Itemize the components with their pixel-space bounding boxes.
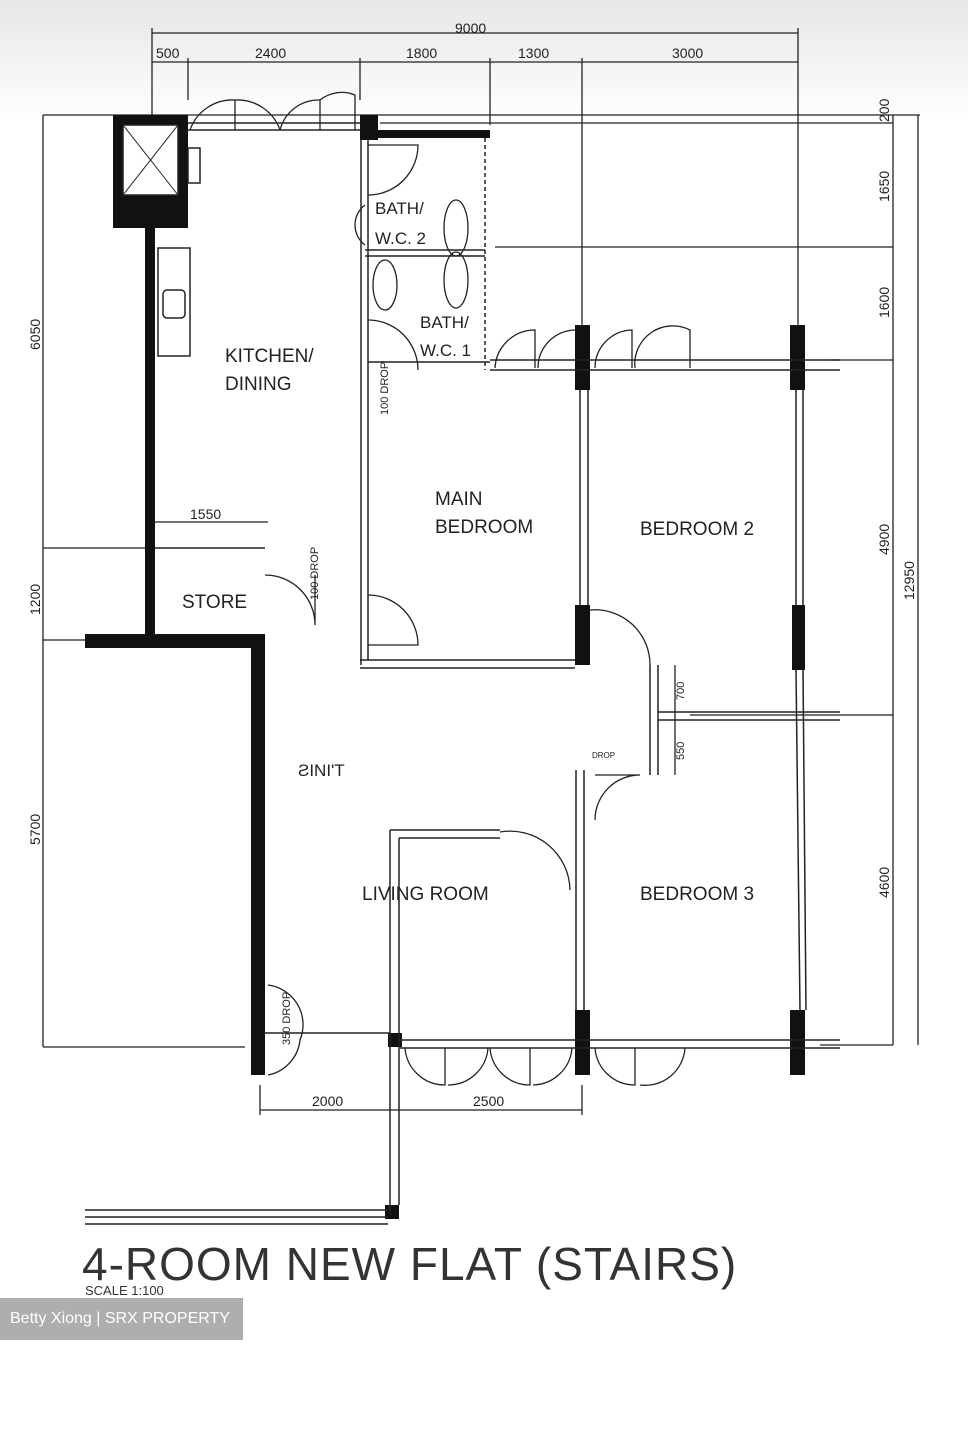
room-kitchen: KITCHEN/ <box>225 346 314 367</box>
mirrored-label: ƧINI'T <box>298 761 345 780</box>
room-bedroom-2: BEDROOM 2 <box>640 519 754 540</box>
dim-left: 1200 <box>27 584 43 615</box>
dim-top: 1800 <box>406 45 437 61</box>
dimension-lines <box>42 28 920 1115</box>
dim-right: 1650 <box>876 171 892 202</box>
partitions <box>85 122 840 1225</box>
room-store: STORE <box>182 592 247 613</box>
dimension-labels: 9000 500 2400 1800 1300 3000 6050 1200 5… <box>27 20 917 1109</box>
dim-12950: 12950 <box>901 561 917 600</box>
dim-right: 200 <box>876 98 892 122</box>
drop-label: 350 DROP <box>281 992 293 1045</box>
plan-scale: SCALE 1:100 <box>85 1283 164 1298</box>
drop-label: DROP <box>592 751 615 760</box>
dim-left: 5700 <box>27 814 43 845</box>
dim-9000: 9000 <box>455 20 486 36</box>
room-bath-2: W.C. 2 <box>375 229 426 248</box>
room-main-bedroom: MAIN <box>435 489 483 510</box>
dim-corridor: 700 <box>675 682 687 700</box>
plan-title: 4-ROOM NEW FLAT (STAIRS) <box>82 1238 737 1290</box>
drop-label: 100 DROP <box>309 547 321 600</box>
dim-bottom: 2500 <box>473 1093 504 1109</box>
room-bath-1: BATH/ <box>420 313 469 332</box>
dim-top: 500 <box>156 45 180 61</box>
room-bath-1: W.C. 1 <box>420 341 471 360</box>
dim-corridor: 550 <box>675 742 687 760</box>
dim-right: 4600 <box>876 867 892 898</box>
bin-chute-cross-icon <box>122 124 179 196</box>
drop-label: 100 DROP <box>379 362 391 415</box>
dim-top: 3000 <box>672 45 703 61</box>
dim-left: 6050 <box>27 319 43 350</box>
dim-top: 2400 <box>255 45 286 61</box>
dim-top: 1300 <box>518 45 549 61</box>
dim-store: 1550 <box>190 506 221 522</box>
room-dining: DINING <box>225 374 292 395</box>
room-main-bedroom: BEDROOM <box>435 517 533 538</box>
dim-right: 1600 <box>876 287 892 318</box>
door-swings <box>189 91 691 1086</box>
room-bedroom-3: BEDROOM 3 <box>640 884 754 905</box>
dim-right: 4900 <box>876 524 892 555</box>
room-bath-2: BATH/ <box>375 199 424 218</box>
dim-bottom: 2000 <box>312 1093 343 1109</box>
room-living: LIVING ROOM <box>362 884 489 905</box>
room-labels: KITCHEN/ DINING BATH/ W.C. 2 BATH/ W.C. … <box>182 199 754 905</box>
watermark: Betty Xiong | SRX PROPERTY <box>0 1298 243 1340</box>
background-gradient <box>0 0 968 120</box>
